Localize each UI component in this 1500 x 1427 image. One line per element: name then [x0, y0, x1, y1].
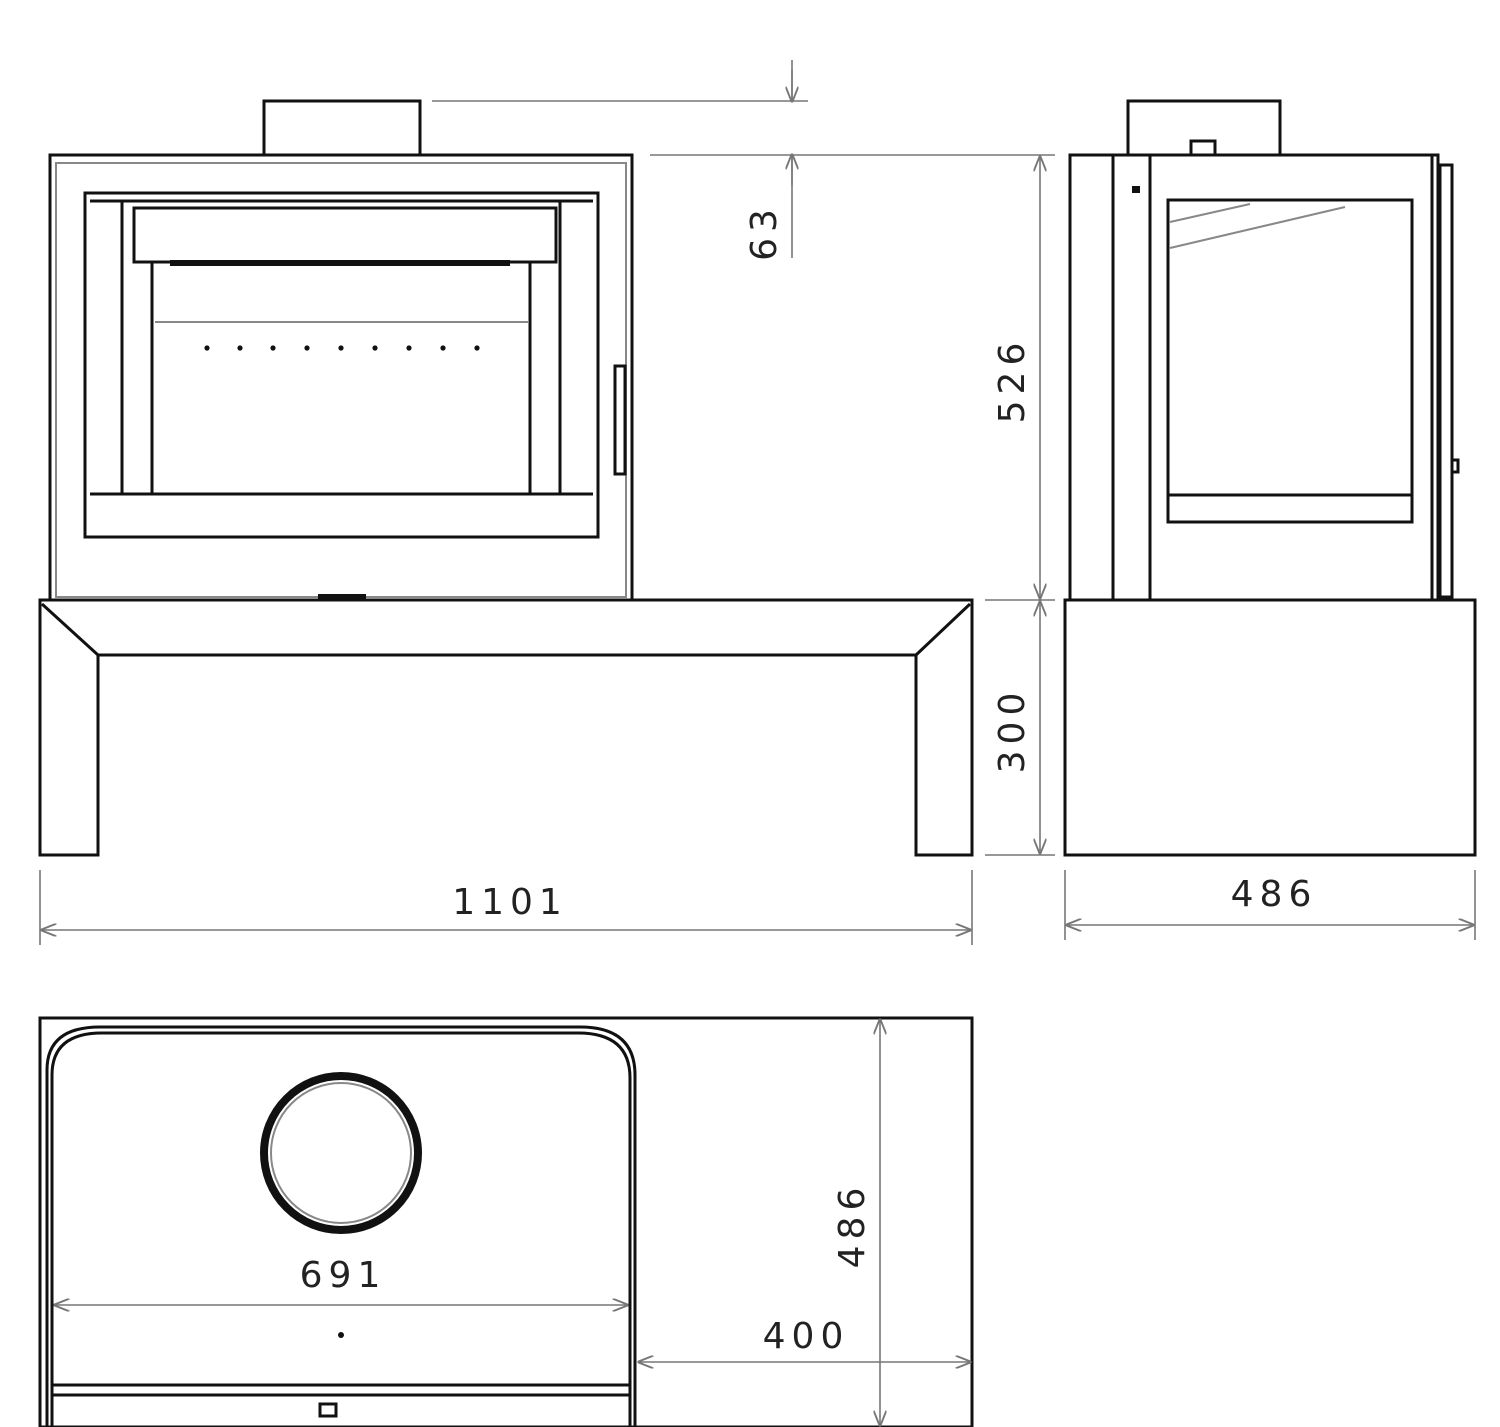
dim-flue-height: 63	[744, 203, 785, 261]
top-bench-outline	[38, 1016, 974, 1427]
front-view	[38, 99, 974, 857]
side-view	[1063, 99, 1477, 857]
front-stove-body	[48, 153, 634, 602]
side-base	[1063, 598, 1477, 857]
door-handle	[613, 364, 627, 476]
side-window	[1166, 198, 1414, 524]
dim-bench-extension: 400	[763, 1316, 850, 1357]
dim-side-depth: 486	[1231, 874, 1318, 915]
dim-top-depth: 486	[832, 1182, 873, 1269]
flue-outlet-circle	[260, 1072, 422, 1234]
side-flue	[1126, 99, 1282, 157]
side-stove-body	[1068, 153, 1440, 602]
front-door-frame	[83, 191, 600, 539]
dim-bench-width: 1101	[452, 882, 568, 923]
top-view	[38, 1016, 974, 1427]
dimension-lines	[39, 60, 1476, 1425]
dim-stove-height: 526	[992, 337, 1033, 424]
dim-bench-height: 300	[992, 687, 1033, 774]
front-bench	[38, 598, 974, 857]
top-stove-outline	[45, 1025, 637, 1427]
dim-stove-width: 691	[300, 1255, 387, 1296]
air-holes	[204, 345, 480, 351]
front-flue	[262, 99, 422, 157]
